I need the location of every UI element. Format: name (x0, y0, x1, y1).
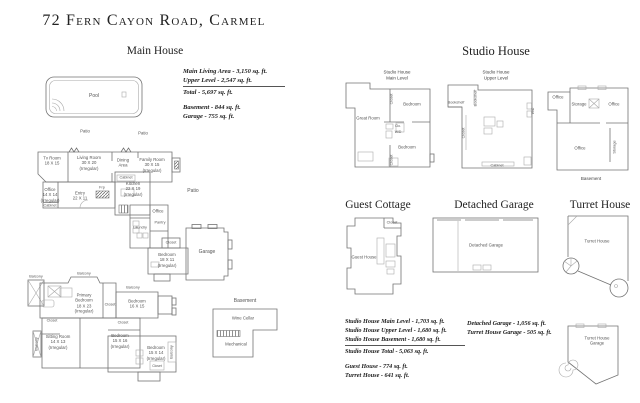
stat-garage: Garage - 755 sq. ft. (183, 112, 235, 120)
patio-label: Patio (80, 128, 90, 134)
storage-label: Storage (571, 101, 587, 107)
stat-basement: Basement - 844 sq. ft. (183, 104, 241, 112)
closet-label: Clo. (394, 123, 402, 128)
mechanical-label: Mechanical (225, 341, 247, 347)
patio-label: Patio (187, 187, 199, 194)
stat-studio-total: Studio House Total - 5,063 sq. ft. (345, 348, 429, 356)
studio-main-level-plan (345, 82, 435, 168)
room-label-kitchen: Kitchen 22 X 19 (Irregular) (123, 180, 143, 197)
room-label-bedroom: Bedroom 18 X 11 (Irregular) (157, 251, 177, 268)
turret-house-label: Turret House (584, 238, 610, 244)
wine-cellar-label: Wine Cellar (231, 315, 255, 321)
balcony-label: Balcony (169, 345, 174, 359)
bedroom-label: Bedroom (403, 101, 421, 107)
stats-divider (183, 85, 285, 87)
stat-upper-level: Upper Level - 2,547 sq. ft. (183, 76, 252, 84)
cabinet-label: Cabinet (43, 203, 57, 208)
balcony-label: Balcony (126, 285, 140, 290)
stat-detached-garage: Detached Garage - 1,056 sq. ft. (467, 320, 547, 327)
fireplace-label: Frp (99, 185, 105, 190)
stat-studio-main: Studio House Main Level - 1,703 sq. ft. (345, 318, 445, 325)
turret-garage-label: Turret House Garage (584, 335, 610, 346)
detached-garage-label: Detached Garage (469, 242, 503, 248)
washer-dryer-label: W/D (394, 129, 402, 134)
pool-plan (45, 76, 143, 118)
bookshelf-label: Bookshelf (473, 89, 478, 107)
room-label-bedroom3: Bedroom 15 X 14 (Irregular) (146, 344, 166, 361)
closet-label: Closet (46, 318, 58, 323)
closet-label: Closet (386, 220, 398, 225)
bedroom-label: Bedroom (398, 144, 416, 150)
studio-basement-plan (547, 85, 629, 171)
main-level-plan (37, 147, 233, 282)
stat-total: Total - 5,697 sq. ft. (183, 89, 233, 97)
guest-house-label: Guest House (351, 254, 377, 260)
cabinet-label: Cabinet (119, 175, 133, 180)
studio-upper-caption: Studio House Upper Level (482, 69, 510, 80)
basement-plan (212, 308, 278, 358)
stat-studio-upper: Studio House Upper Level - 1,680 sq. ft. (345, 326, 447, 334)
balcony-label: Balcony (29, 274, 43, 279)
room-label-garage: Garage (198, 248, 216, 255)
great-room-label: Great Room (356, 115, 380, 121)
closet-label: Closet (461, 127, 466, 139)
washer-dryer-label: W/D (530, 107, 535, 115)
garage-stats: Detached Garage - 1,056 sq. ft. Turret H… (467, 320, 552, 338)
stat-main-living: Main Living Area - 3,150 sq. ft. (183, 68, 268, 75)
bookshelf-label: Bookshelf (447, 100, 465, 105)
patio-label: Patio (138, 130, 148, 136)
balcony-label: Balcony (77, 271, 91, 276)
detached-garage-title: Detached Garage (454, 199, 534, 211)
closet-label: Closet (389, 93, 394, 105)
stat-studio-basement: Studio House Basement - 1,680 sq. ft. (345, 335, 441, 343)
page-title: 72 Fern Cayon Road, Carmel (42, 12, 266, 29)
room-label-laundry: Laundry (133, 225, 147, 230)
room-label-office-rear: Office (152, 208, 164, 214)
turret-garage-plan (558, 323, 619, 385)
room-label-sitting: Sitting Room 14 X 13 (Irregular) (45, 333, 71, 350)
studio-basement-caption: Basement (580, 176, 602, 182)
basement-caption: Basement (233, 297, 257, 304)
room-label-dining: Dining Area (116, 157, 130, 168)
studio-main-caption: Studio House Main Level (383, 69, 411, 80)
closet-label: Closet (389, 154, 394, 166)
detached-garage-plan (432, 217, 539, 273)
room-label-family: Family Room 30 X 15 (Irregular) (139, 156, 165, 173)
studio-upper-level-plan (447, 84, 533, 169)
stats-divider (345, 344, 465, 346)
room-label-entry: Entry 22 X 11 (72, 190, 88, 201)
stat-turret-garage: Turret House Garage - 505 sq. ft. (467, 328, 552, 336)
room-label-primary: Primary Bedroom 18 X 23 (Irregular) (74, 292, 94, 314)
room-label-living: Living Room 30 X 20 (Irregular) (77, 154, 101, 171)
closet-label: Closet (165, 240, 177, 245)
closet-label: Closet (117, 320, 129, 325)
studio-house-stats: Studio House Main Level - 1,703 sq. ft. … (345, 318, 465, 380)
main-house-stats: Main Living Area - 3,150 sq. ft. Upper L… (183, 68, 285, 122)
room-label-pantry: Pantry (154, 220, 166, 225)
main-house-title: Main House (126, 45, 184, 57)
turret-house-title: Turret House (569, 199, 631, 211)
office-label: Office (574, 145, 586, 151)
guest-cottage-title: Guest Cottage (345, 199, 411, 211)
room-label-tv: Tv Room 18 X 15 (43, 155, 61, 166)
upper-level-plan (27, 276, 177, 382)
guest-cottage-plan (346, 217, 402, 295)
storage-label: Storage (612, 140, 617, 154)
stat-turret-house: Turret House - 641 sq. ft. (345, 371, 410, 379)
studio-house-title: Studio House (462, 44, 530, 58)
room-label-bedroom2: Bedroom 15 X 16 (Irregular) (110, 332, 130, 349)
turret-house-plan (562, 215, 629, 298)
room-label-office-front: Office 14 X 14 (Irregular) (40, 186, 60, 203)
closet-label: Closet (104, 302, 116, 307)
room-label-bedroom1: Bedroom 16 X 15 (128, 298, 146, 309)
office-label: Office (608, 101, 620, 107)
pool-label: Pool (88, 92, 100, 99)
office-label: Office (552, 94, 564, 100)
cabinet-label: Cabinet (490, 163, 504, 168)
stat-guest-house: Guest House - 774 sq. ft. (345, 362, 408, 370)
closet-label: Closet (152, 363, 162, 368)
balcony-label: Balcony (34, 337, 39, 351)
